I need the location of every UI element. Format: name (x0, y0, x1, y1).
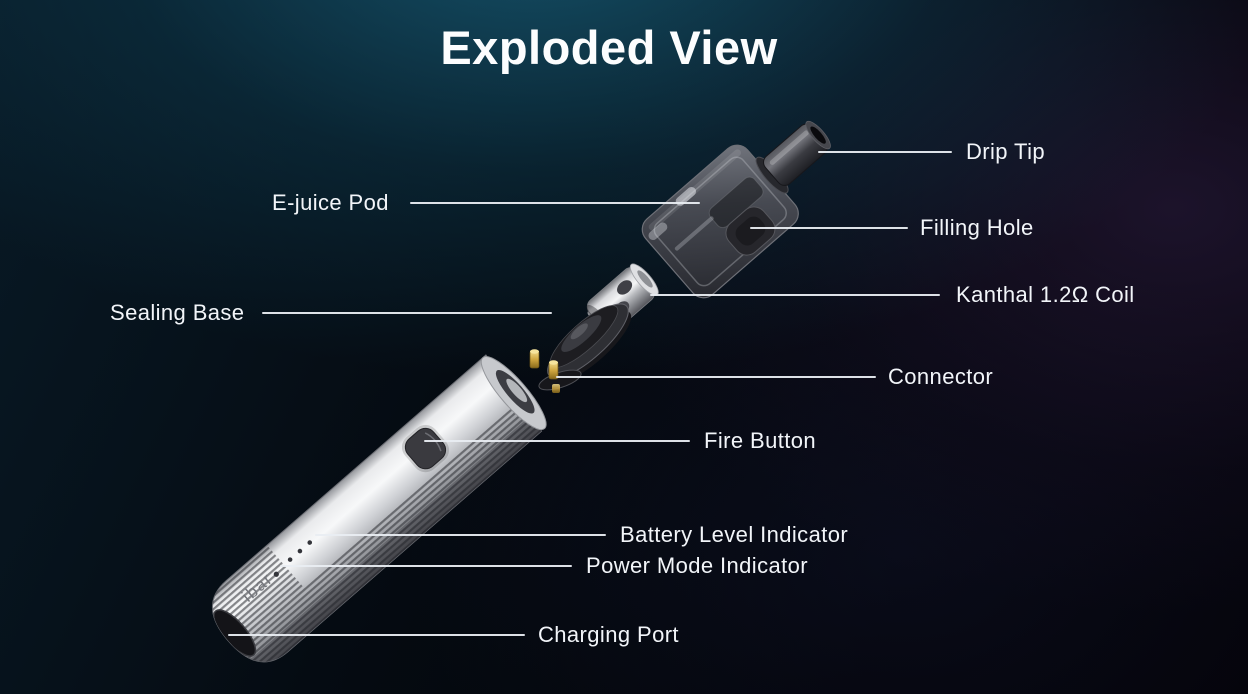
battery-body-part: ibar (197, 354, 549, 678)
battery-level-leds (287, 540, 313, 562)
label-charging-port: Charging Port (538, 622, 679, 647)
label-power-mode-indicator: Power Mode Indicator (586, 553, 808, 578)
fire-button-part (401, 424, 450, 473)
label-sealing-base: Sealing Base (110, 300, 245, 325)
sealing-base-part (547, 303, 632, 382)
leader-line-fire-button (424, 440, 690, 442)
leader-line-drip-tip (818, 151, 952, 153)
drip-tip-part (755, 120, 831, 194)
leader-line-connector (556, 376, 876, 378)
label-filling-hole: Filling Hole (920, 215, 1034, 240)
leader-line-power-mode-indicator (280, 565, 572, 567)
label-connector: Connector (888, 364, 994, 389)
connector-part (529, 349, 582, 393)
label-battery-level-indicator: Battery Level Indicator (620, 522, 849, 547)
leader-line-charging-port (228, 634, 525, 636)
leader-line-battery-level-indicator (315, 534, 606, 536)
power-mode-led (273, 571, 279, 577)
leader-line-e-juice-pod (410, 202, 700, 204)
pod-part (641, 144, 799, 299)
page-title: Exploded View (440, 21, 778, 74)
leader-line-filling-hole (750, 227, 908, 229)
label-fire-button: Fire Button (704, 428, 817, 453)
leader-line-sealing-base (262, 312, 552, 314)
label-e-juice-pod: E-juice Pod (272, 190, 389, 215)
label-drip-tip: Drip Tip (966, 139, 1045, 164)
leader-line-kanthal-coil (650, 294, 940, 296)
label-kanthal-coil: Kanthal 1.2Ω Coil (956, 282, 1135, 307)
filling-hole-part (725, 206, 776, 256)
